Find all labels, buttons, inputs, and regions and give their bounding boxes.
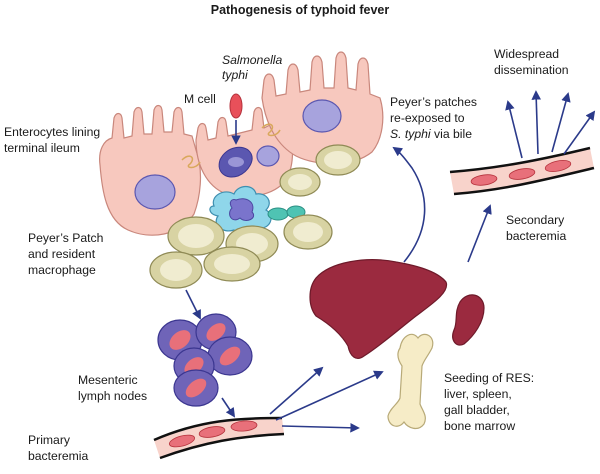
liver-to-reexposed-arrow — [392, 146, 426, 263]
patch-cell-2-inner — [288, 174, 312, 190]
patch-cell-5-inner — [293, 222, 323, 242]
label-primary-1: Primary — [28, 433, 71, 447]
label-seeding-3: gall bladder, — [444, 403, 510, 417]
m-cell-nucleus — [228, 157, 244, 167]
label-seeding-1: Seeding of RES: — [444, 371, 534, 385]
label-reexposed-italic: S. typhi — [390, 127, 431, 141]
lymph-to-primary-arrow — [221, 397, 236, 418]
peyers-patch — [149, 144, 361, 289]
liver-organ — [309, 259, 448, 359]
label-primary-2: bacteremia — [28, 449, 89, 463]
label-m-cell: M cell — [184, 92, 216, 106]
label-mesenteric-1: Mesenteric — [78, 373, 138, 387]
dissemination-arrow-3 — [551, 92, 571, 153]
tight-junction-left — [181, 155, 201, 169]
label-widespread-1: Widespread — [494, 47, 559, 61]
label-peyers-2: and resident — [28, 247, 96, 261]
patch-cell-6-inner — [160, 259, 192, 281]
diagram-title: Pathogenesis of typhoid fever — [211, 3, 390, 17]
m-cell — [218, 146, 253, 178]
label-enterocytes-2: terminal ileum — [4, 141, 80, 155]
secondary-bacteremia-vessel — [449, 146, 595, 196]
label-peyers-1: Peyer’s Patch — [28, 231, 103, 245]
patch-to-lymph-arrow — [185, 289, 201, 320]
bone — [387, 333, 434, 430]
label-enterocytes-1: Enterocytes lining — [4, 125, 100, 139]
label-reexposed-2: re-exposed to — [390, 111, 465, 125]
label-salmonella: Salmonella — [222, 53, 283, 67]
enterocyte-left — [99, 104, 202, 236]
lymphocyte-teal-1 — [267, 207, 289, 221]
label-typhi: typhi — [222, 68, 248, 82]
macrophage-inner — [229, 198, 254, 221]
dissemination-arrow-1 — [505, 100, 523, 159]
nucleus-right — [302, 99, 342, 133]
primary-bacteremia-vessel — [153, 416, 285, 460]
primary-to-liver-arrow — [269, 366, 324, 415]
label-peyers-3: macrophage — [28, 263, 96, 277]
label-seeding-2: liver, spleen, — [444, 387, 512, 401]
primary-to-marrow-arrow — [281, 422, 360, 433]
label-reexposed-3: S. typhi via bile — [390, 127, 472, 141]
dissemination-arrow-4 — [563, 110, 596, 155]
patch-cell-1-inner — [324, 151, 352, 169]
label-widespread-2: dissemination — [494, 63, 569, 77]
liver-to-secondary-arrow — [467, 204, 492, 263]
spleen-organ — [452, 294, 485, 346]
label-secondary-1: Secondary — [506, 213, 565, 227]
label-secondary-2: bacteremia — [506, 229, 567, 243]
primary-to-bone-arrow — [275, 370, 384, 421]
label-reexposed-1: Peyer’s patches — [390, 95, 477, 109]
nucleus-left — [134, 174, 176, 210]
nucleus-middle — [256, 145, 280, 167]
label-seeding-4: bone marrow — [444, 419, 515, 433]
patch-cell-7-inner — [214, 254, 250, 274]
mesenteric-lymph-nodes — [157, 313, 253, 407]
label-reexposed-rest: via bile — [431, 127, 473, 141]
dissemination-arrow-2 — [531, 90, 542, 155]
tight-junction-right — [261, 123, 281, 137]
salmonella-bacterium — [229, 93, 243, 119]
label-mesenteric-2: lymph nodes — [78, 389, 147, 403]
patch-cell-3-inner — [178, 224, 214, 248]
